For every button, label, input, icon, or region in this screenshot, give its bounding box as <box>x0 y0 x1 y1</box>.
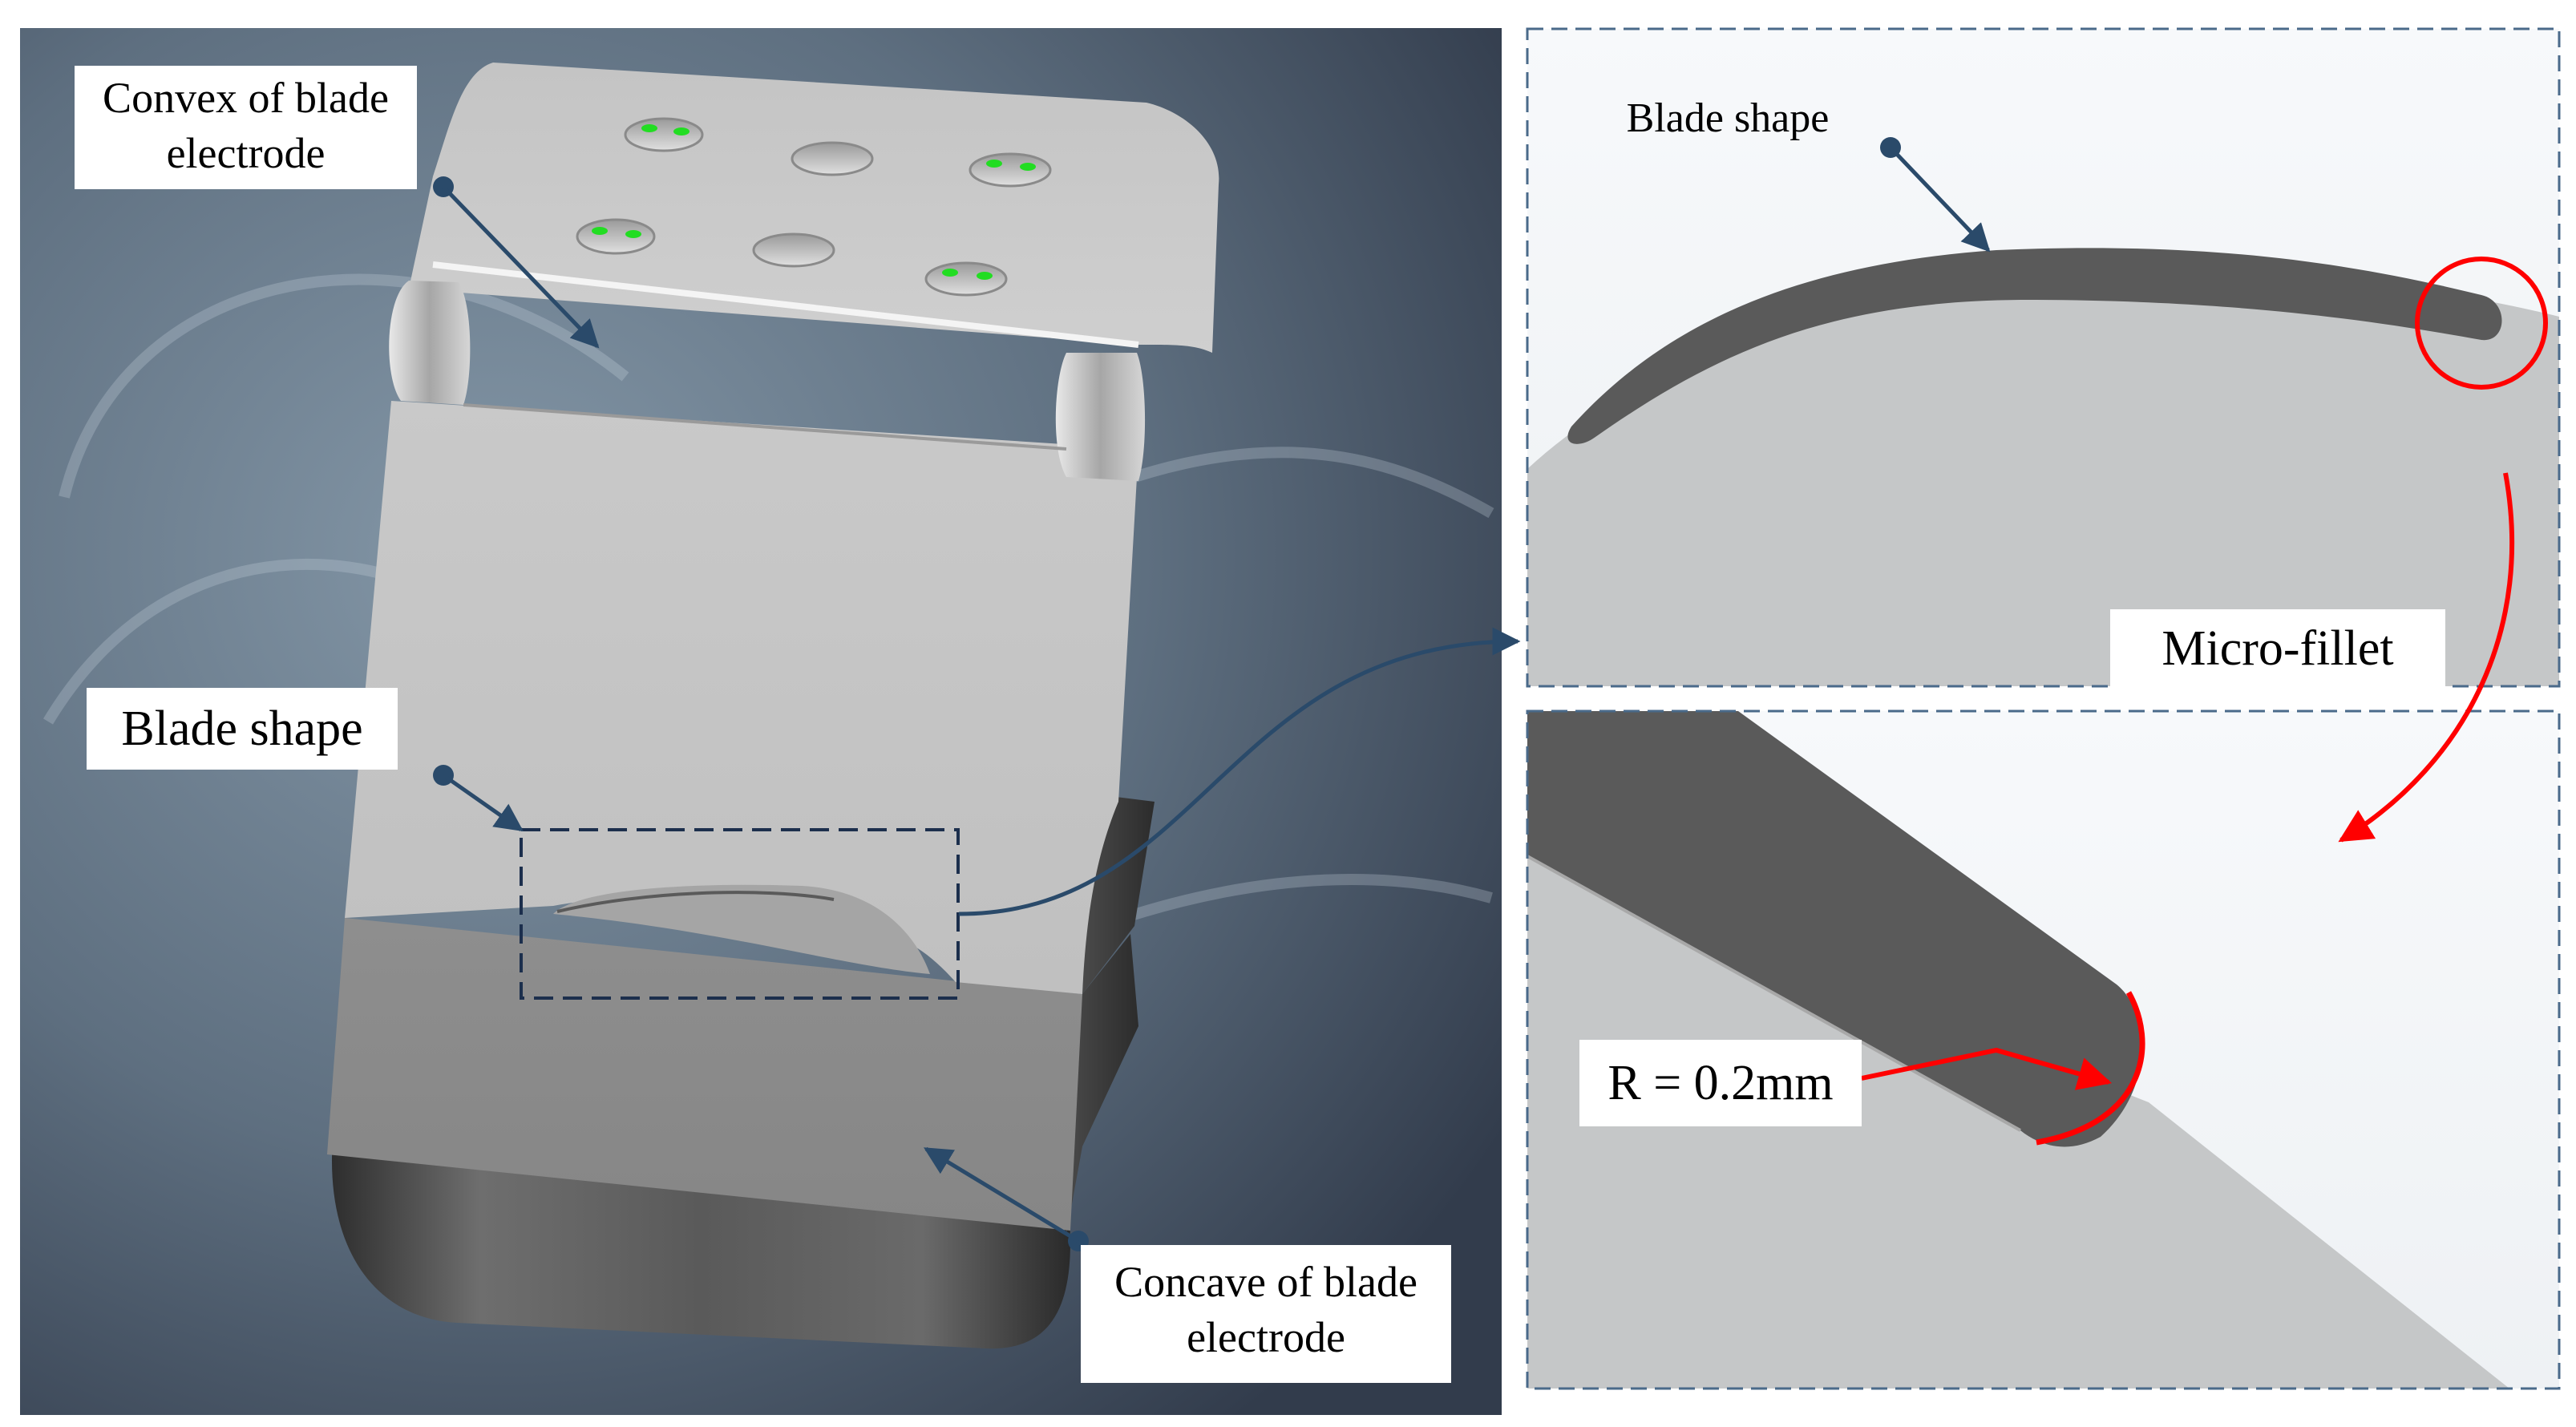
label-concave-blade-electrode: Concave of blade electrode <box>1081 1245 1451 1383</box>
left-pointer-arrows <box>433 176 1089 1251</box>
convex-block-face <box>345 401 1138 994</box>
label-radius-value: R = 0.2mm <box>1579 1040 1862 1126</box>
blade-tab <box>553 884 930 974</box>
micro-fillet-highlight-circle <box>2415 257 2548 390</box>
top-face <box>409 63 1219 353</box>
section-gray-region <box>1527 271 2559 686</box>
electrode-3d-model <box>327 63 1219 1349</box>
radius-leader-arrow <box>1861 1047 2113 1090</box>
blade-selection-box <box>520 828 960 1000</box>
convex-pointer-arrow <box>442 185 600 349</box>
fillet-closeup-view <box>1527 711 2559 1389</box>
label-blade-shape-left: Blade shape <box>87 688 398 770</box>
blade-pointer-arrow <box>442 773 524 832</box>
fillet-radius-arc <box>2036 991 2145 1146</box>
top-right-panel-frame <box>1526 27 2561 688</box>
blade-shape-pointer-arrow <box>1889 146 1991 253</box>
label-micro-fillet: Micro-fillet <box>2110 609 2445 688</box>
zoom-connector-arrow <box>958 627 1521 916</box>
blade-profile-shape <box>1567 248 2502 444</box>
bottom-right-panel-frame <box>1526 709 2561 1390</box>
concave-block-face <box>327 918 1082 1231</box>
blade-section-view <box>1527 29 2559 686</box>
magnify-red-arrow <box>2338 472 2515 843</box>
label-convex-blade-electrode: Convex of blade electrode <box>75 66 417 189</box>
concave-pointer-arrow <box>924 1146 1080 1243</box>
mounting-holes <box>576 117 1052 297</box>
label-blade-shape-top: Blade shape <box>1626 95 1830 141</box>
left-flange <box>389 281 471 405</box>
concave-side-face <box>1066 934 1138 1235</box>
closeup-blade-shape <box>1527 711 2142 1147</box>
right-flange <box>1055 353 1146 481</box>
